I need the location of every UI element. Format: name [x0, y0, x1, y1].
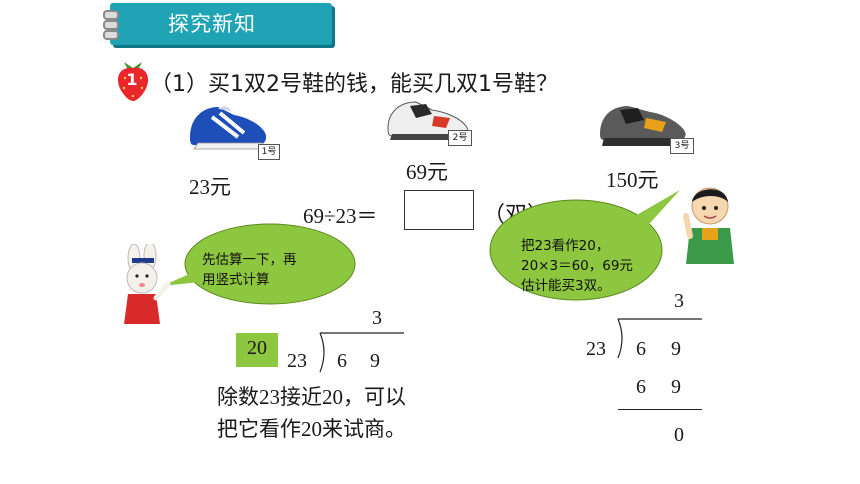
right-remainder: 0: [674, 424, 684, 446]
answer-box[interactable]: [404, 190, 474, 230]
binder-ring-icon: [103, 10, 119, 20]
shoe-size3-image: [600, 106, 686, 146]
rabbit-bubble-line-1: 先估算一下，再: [202, 252, 297, 268]
price-2: 69元: [406, 160, 448, 184]
subtraction-line: [618, 409, 702, 410]
note-line-1: 除数23接近20，可以: [217, 385, 406, 409]
estimate-value: 20: [247, 337, 267, 359]
rabbit-teacher-icon: [124, 244, 171, 324]
right-product-digit: 9: [671, 376, 681, 398]
right-dividend-digit: 9: [671, 338, 681, 360]
left-dividend-digit: 9: [370, 350, 380, 372]
rabbit-bubble-line-2: 用竖式计算: [202, 272, 270, 288]
strawberry-icon: [117, 62, 149, 101]
left-divisor: 23: [287, 350, 307, 372]
price-1: 23元: [189, 175, 231, 199]
right-division-bracket: [617, 318, 702, 359]
estimate-badge: [236, 333, 278, 367]
division-equation: 69÷23＝: [303, 204, 378, 228]
note-line-2: 把它看作20来试商。: [217, 417, 406, 441]
boy-bubble-line-1: 把23看作20，: [521, 238, 610, 254]
estimation-note: 除数23接近20，可以 把它看作20来试商。: [217, 381, 406, 445]
binder-ring-icon: [103, 30, 119, 40]
boy-bubble-line-2: 20×3＝60，69元: [521, 258, 633, 274]
binder-ring-icon: [103, 20, 119, 30]
rabbit-speech-bubble: [162, 223, 356, 305]
left-dividend-digit: 6: [337, 350, 347, 372]
right-divisor: 23: [586, 338, 606, 360]
boy-speech-bubble: [489, 190, 680, 301]
price-3: 150元: [606, 168, 659, 192]
left-quotient: 3: [372, 307, 382, 329]
size-tag-2: 2号: [448, 130, 472, 146]
left-division-bracket: [319, 332, 404, 373]
right-product-digit: 6: [636, 376, 646, 398]
right-quotient: 3: [674, 290, 684, 312]
size-tag-1: 1号: [258, 144, 280, 160]
question-number: 1: [126, 70, 138, 89]
boy-student-icon: [683, 187, 734, 264]
shoe-size1-image: [190, 106, 267, 150]
right-dividend-digit: 6: [636, 338, 646, 360]
question-text: （1）买1双2号鞋的钱，能买几双1号鞋？: [150, 72, 558, 97]
section-banner: [110, 3, 332, 45]
shoe-size2-image: [387, 101, 469, 140]
size-tag-3: 3号: [670, 138, 694, 154]
section-title: 探究新知: [168, 12, 256, 36]
boy-bubble-line-3: 估计能买3双。: [521, 278, 611, 294]
